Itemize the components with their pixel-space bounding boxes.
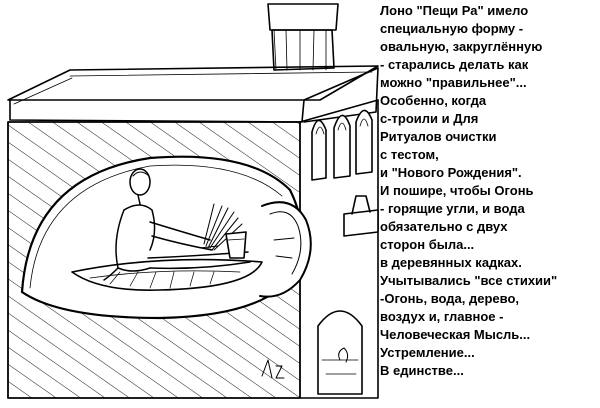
water-bucket bbox=[225, 231, 247, 259]
caption-line: Ритуалов очистки bbox=[380, 129, 497, 144]
artist-signature bbox=[261, 359, 285, 379]
caption-line: и "Нового Рождения". bbox=[380, 165, 522, 180]
whisk-bundle bbox=[199, 203, 243, 251]
caption-line: Устремление... bbox=[380, 345, 475, 360]
caption-line: обязательно с двух bbox=[380, 219, 508, 234]
caption-line: Учытывались "все стихии" bbox=[380, 273, 558, 288]
caption-line: -Огонь, вода, дерево, bbox=[380, 291, 520, 306]
chimney bbox=[267, 3, 339, 71]
caption-line: И пошире, чтобы Огонь bbox=[380, 183, 534, 198]
hearth-platform bbox=[71, 258, 263, 291]
caption-line: с тестом, bbox=[380, 147, 439, 162]
caption-line: можно "правильнее"... bbox=[380, 75, 527, 90]
caption-line: Человеческая Мысль... bbox=[380, 327, 531, 342]
caption-line: - горящие угли, и вода bbox=[380, 201, 525, 216]
caption-text: Лоно "Пещи Ра" имело специальную форму -… bbox=[380, 2, 598, 380]
caption-line: овальную, закруглённую bbox=[380, 39, 543, 54]
stove-side-wall bbox=[299, 99, 379, 399]
caption-line: в деревянных кадках. bbox=[380, 255, 522, 270]
caption-line: Особенно, когда bbox=[380, 93, 487, 108]
stove-top-box bbox=[7, 65, 379, 123]
caption-line: - старались делать как bbox=[380, 57, 529, 72]
caption-line: с-троили и Для bbox=[380, 111, 479, 126]
caption-line: специальную форму - bbox=[380, 21, 524, 36]
caption-line: Лоно "Пещи Ра" имело bbox=[380, 3, 529, 18]
caption-line: В единстве... bbox=[380, 363, 464, 378]
caption-line: сторон была... bbox=[380, 237, 475, 252]
caption-line: воздух и, главное - bbox=[380, 309, 504, 324]
